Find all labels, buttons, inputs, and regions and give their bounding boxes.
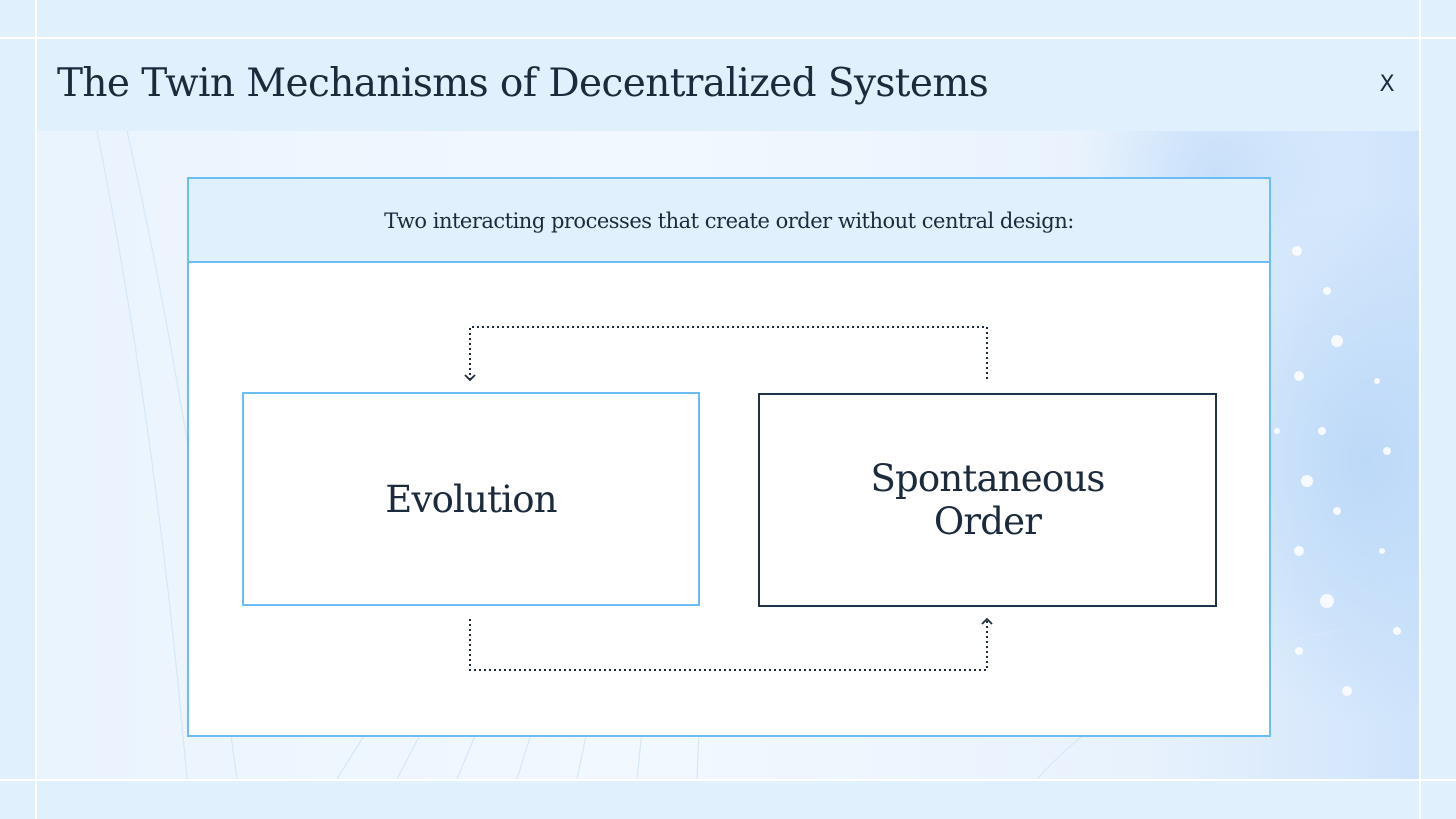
slide-title: The Twin Mechanisms of Decentralized Sys… bbox=[57, 61, 989, 106]
node-evolution: Evolution bbox=[242, 392, 700, 606]
node-evolution-label: Evolution bbox=[385, 477, 557, 521]
grid-line-bottom bbox=[0, 779, 1456, 781]
diagram-subtitle: Two interacting processes that create or… bbox=[384, 209, 1074, 233]
arrow-order-to-evolution bbox=[464, 326, 988, 382]
diagram-arrows bbox=[464, 326, 993, 671]
panel-header: Two interacting processes that create or… bbox=[189, 179, 1269, 263]
slide-header: The Twin Mechanisms of Decentralized Sys… bbox=[37, 39, 1419, 131]
close-button[interactable]: X bbox=[1379, 72, 1395, 97]
grid-line-top bbox=[0, 37, 1456, 39]
arrow-evolution-to-order bbox=[469, 617, 993, 671]
diagram-panel: Two interacting processes that create or… bbox=[187, 177, 1271, 737]
grid-line-right bbox=[1419, 0, 1421, 819]
grid-line-left bbox=[35, 0, 37, 819]
node-spontaneous-order-label: Spontaneous Order bbox=[870, 457, 1105, 543]
node-spontaneous-order: Spontaneous Order bbox=[758, 393, 1217, 607]
